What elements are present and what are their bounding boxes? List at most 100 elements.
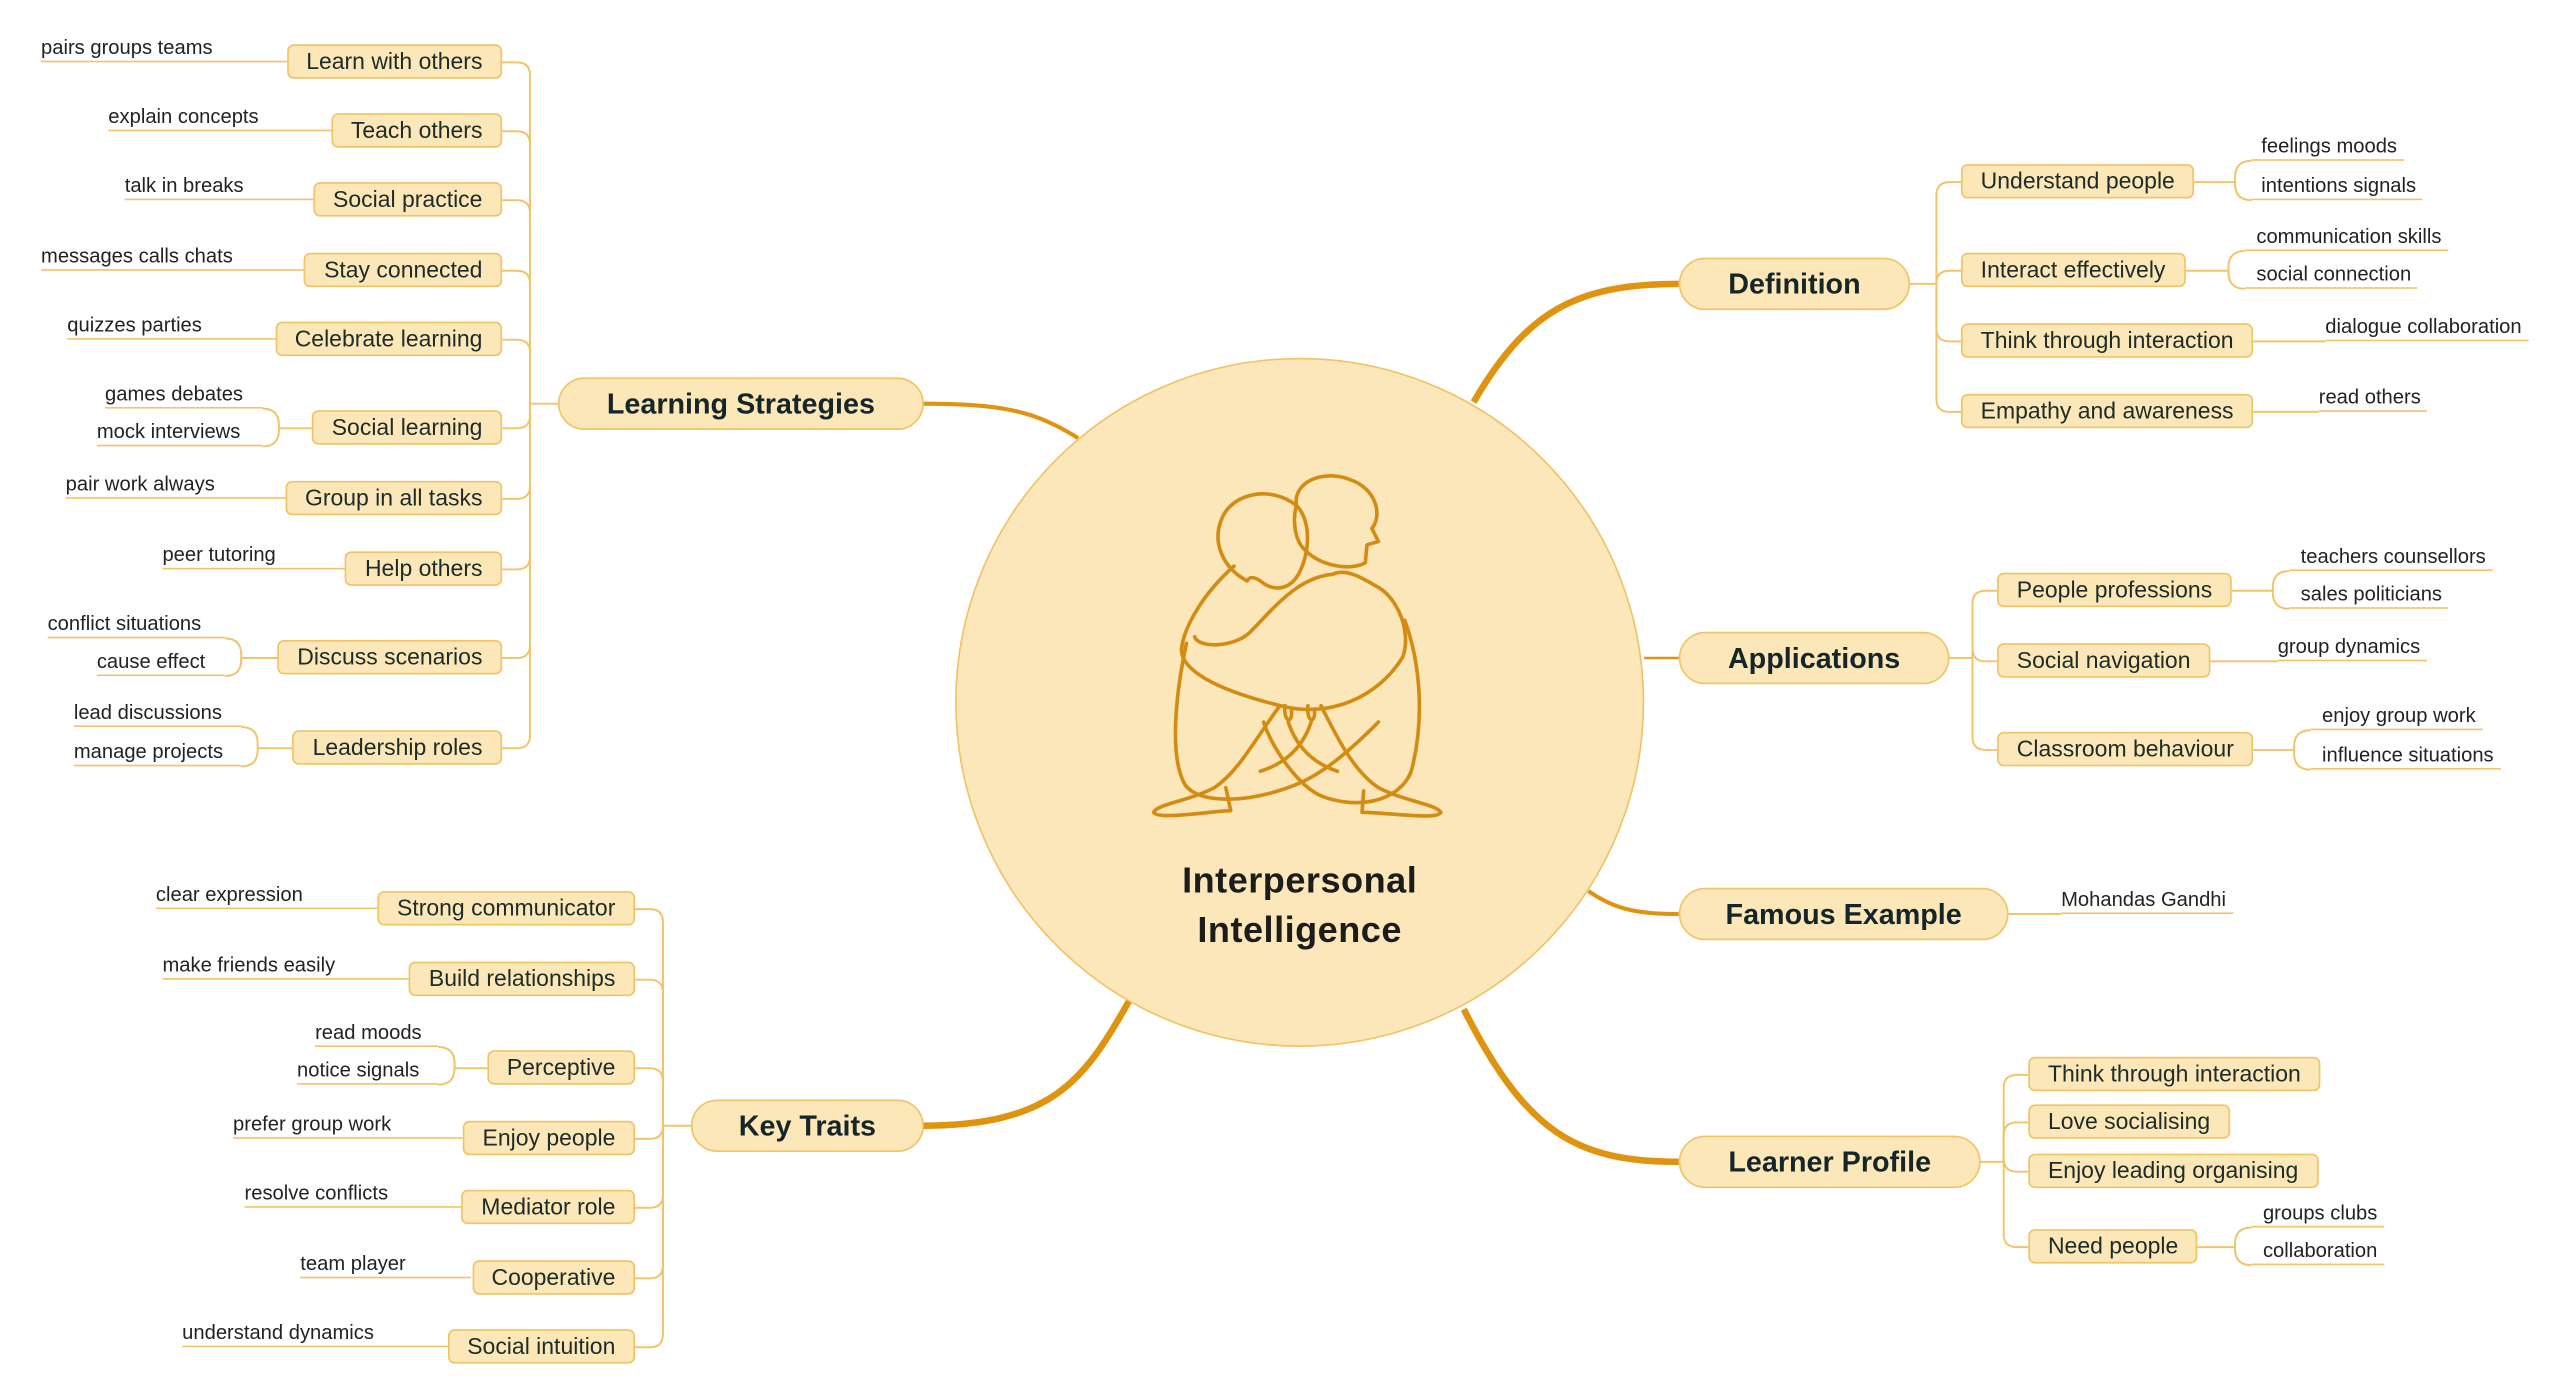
leaf-topic[interactable]: influence situations xyxy=(2310,744,2501,770)
leaf-topic[interactable]: clear expression xyxy=(155,884,378,910)
connector-line xyxy=(635,1125,664,1349)
subtopic-cooperative[interactable]: Cooperative xyxy=(471,1260,636,1295)
root-connector xyxy=(920,999,1132,1130)
leaf-topic[interactable]: resolve conflicts xyxy=(244,1182,462,1208)
leaf-topic[interactable]: understand dynamics xyxy=(182,1322,448,1348)
bracket-connector xyxy=(241,725,259,768)
leaf-topic[interactable]: feelings moods xyxy=(2251,135,2404,161)
subtopic-leadership-roles[interactable]: Leadership roles xyxy=(292,730,503,765)
leaf-topic[interactable]: communication skills xyxy=(2244,226,2448,252)
leaf-topic[interactable]: group dynamics xyxy=(2277,636,2427,662)
connector-line xyxy=(2002,1161,2029,1249)
subtopic-classroom-behaviour[interactable]: Classroom behaviour xyxy=(1997,731,2254,767)
connector-line xyxy=(635,978,664,1126)
main-topic-definition[interactable]: Definition xyxy=(1678,257,1911,311)
leaf-topic[interactable]: read others xyxy=(2318,386,2428,412)
leaf-topic[interactable]: prefer group work xyxy=(233,1113,463,1139)
subtopic-social-learning[interactable]: Social learning xyxy=(312,410,503,445)
bracket-connector xyxy=(2293,729,2311,771)
leaf-topic[interactable]: intentions signals xyxy=(2251,175,2423,201)
subtopic-think-through-interaction[interactable]: Think through interaction xyxy=(2028,1056,2321,1092)
connector-line xyxy=(1971,658,1998,751)
subtopic-enjoy-people[interactable]: Enjoy people xyxy=(462,1120,636,1156)
main-topic-learner-profile[interactable]: Learner Profile xyxy=(1678,1135,1981,1189)
subtopic-empathy-and-awareness[interactable]: Empathy and awareness xyxy=(1960,393,2254,429)
subtopic-celebrate-learning[interactable]: Celebrate learning xyxy=(275,321,503,357)
leaf-topic[interactable]: pair work always xyxy=(65,473,286,499)
connector-line xyxy=(502,61,532,404)
main-topic-applications[interactable]: Applications xyxy=(1678,631,1950,685)
leaf-topic[interactable]: peer tutoring xyxy=(162,544,345,570)
bracket-connector xyxy=(224,637,243,678)
leaf-topic[interactable]: Mohandas Gandhi xyxy=(2061,889,2233,915)
central-title-line-1: Interpersonal xyxy=(1182,859,1418,901)
subtopic-discuss-scenarios[interactable]: Discuss scenarios xyxy=(277,639,503,675)
leaf-topic[interactable]: lead discussions xyxy=(73,702,242,727)
subtopic-understand-people[interactable]: Understand people xyxy=(1960,164,2195,199)
subtopic-social-practice[interactable]: Social practice xyxy=(313,182,503,217)
leaf-topic[interactable]: mock interviews xyxy=(96,421,263,447)
connector-line xyxy=(1935,283,1961,413)
connector-line xyxy=(635,1067,664,1126)
main-topic-famous-example[interactable]: Famous Example xyxy=(1678,887,2009,941)
leaf-topic[interactable]: cause effect xyxy=(96,651,225,677)
root-connector xyxy=(1470,280,1679,404)
main-topic-learning-strategies[interactable]: Learning Strategies xyxy=(557,377,924,430)
subtopic-people-professions[interactable]: People professions xyxy=(1997,572,2232,608)
subtopic-strong-communicator[interactable]: Strong communicator xyxy=(377,891,636,926)
connector-line xyxy=(2002,1073,2029,1162)
leaf-topic[interactable]: read moods xyxy=(315,1022,439,1047)
subtopic-mediator-role[interactable]: Mediator role xyxy=(461,1189,636,1225)
bracket-connector xyxy=(2227,250,2245,290)
subtopic-perceptive[interactable]: Perceptive xyxy=(487,1050,636,1085)
leaf-topic[interactable]: social connection xyxy=(2244,263,2418,289)
subtopic-help-others[interactable]: Help others xyxy=(345,551,503,586)
leaf-topic[interactable]: pairs groups teams xyxy=(41,37,288,63)
leaf-topic[interactable]: make friends easily xyxy=(162,954,409,980)
leaf-topic[interactable]: explain concepts xyxy=(108,106,332,132)
subtopic-group-in-all-tasks[interactable]: Group in all tasks xyxy=(285,480,503,516)
connector-line xyxy=(502,338,532,404)
connector-line xyxy=(502,403,532,750)
leaf-topic[interactable]: teachers counsellors xyxy=(2289,546,2493,572)
leaf-topic[interactable]: sales politicians xyxy=(2289,583,2449,609)
connector-line xyxy=(502,269,532,404)
leaf-topic[interactable]: groups clubs xyxy=(2251,1202,2384,1228)
root-connector xyxy=(920,401,1080,440)
connector-line xyxy=(2002,1121,2029,1162)
subtopic-build-relationships[interactable]: Build relationships xyxy=(409,961,636,997)
subtopic-stay-connected[interactable]: Stay connected xyxy=(304,252,503,288)
connector-line xyxy=(635,1125,664,1280)
subtopic-think-through-interaction[interactable]: Think through interaction xyxy=(1960,323,2254,358)
connector-line xyxy=(502,403,532,500)
leaf-topic[interactable]: manage projects xyxy=(73,741,242,767)
subtopic-need-people[interactable]: Need people xyxy=(2028,1229,2198,1264)
main-topic-key-traits[interactable]: Key Traits xyxy=(690,1099,924,1152)
subtopic-social-intuition[interactable]: Social intuition xyxy=(447,1329,636,1364)
leaf-topic[interactable]: games debates xyxy=(105,383,263,409)
leaf-topic[interactable]: team player xyxy=(300,1253,471,1279)
bracket-connector xyxy=(2234,159,2252,202)
bracket-connector xyxy=(438,1045,456,1086)
leaf-topic[interactable]: messages calls chats xyxy=(41,245,304,271)
subtopic-learn-with-others[interactable]: Learn with others xyxy=(286,44,503,79)
subtopic-love-socialising[interactable]: Love socialising xyxy=(2028,1104,2230,1139)
leaf-topic[interactable]: talk in breaks xyxy=(124,175,314,201)
leaf-topic[interactable]: quizzes parties xyxy=(67,314,276,340)
connector-line xyxy=(1971,648,1998,663)
subtopic-teach-others[interactable]: Teach others xyxy=(331,113,503,148)
connector-line xyxy=(1971,589,1998,659)
subtopic-social-navigation[interactable]: Social navigation xyxy=(1997,643,2211,678)
connector-line xyxy=(1935,283,1961,343)
subtopic-enjoy-leading-organising[interactable]: Enjoy leading organising xyxy=(2028,1153,2319,1189)
root-connector xyxy=(1460,1007,1679,1166)
leaf-topic[interactable]: notice signals xyxy=(297,1059,439,1085)
connector-line xyxy=(502,199,532,404)
leaf-topic[interactable]: enjoy group work xyxy=(2310,705,2483,731)
subtopic-interact-effectively[interactable]: Interact effectively xyxy=(1960,252,2186,288)
leaf-topic[interactable]: dialogue collaboration xyxy=(2325,316,2529,342)
bracket-connector xyxy=(262,407,280,448)
root-connector xyxy=(1587,889,1679,917)
leaf-topic[interactable]: collaboration xyxy=(2251,1240,2384,1266)
leaf-topic[interactable]: conflict situations xyxy=(47,613,225,639)
